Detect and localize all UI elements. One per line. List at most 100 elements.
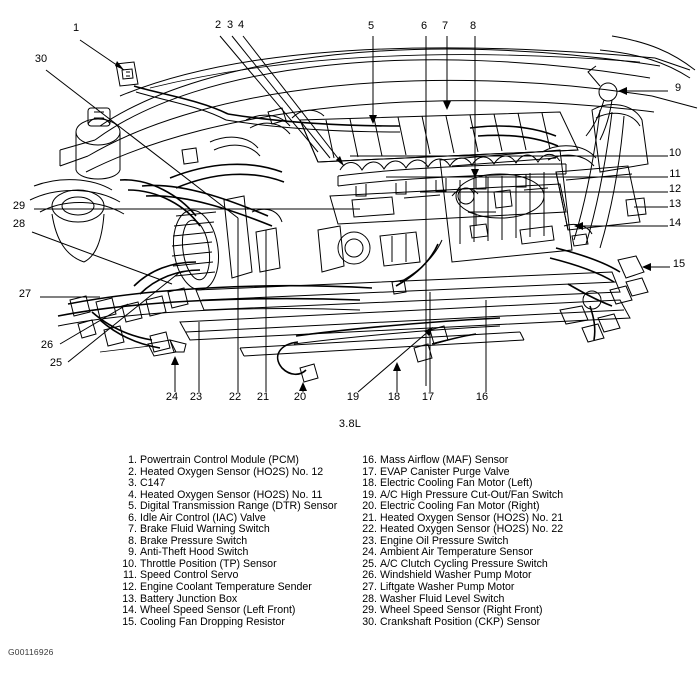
legend-item-number: 18. bbox=[362, 477, 377, 490]
legend-item-number: 21. bbox=[362, 511, 377, 524]
legend-item-label: Speed Control Servo bbox=[140, 569, 239, 582]
legend-item-label: Cooling Fan Dropping Resistor bbox=[140, 615, 285, 628]
callout-number: 10 bbox=[669, 147, 681, 159]
legend-item-label: Washer Fluid Level Switch bbox=[380, 592, 505, 605]
diagram-illustration: 1302345678910111213141516171819202122232… bbox=[13, 19, 698, 403]
callout-number: 26 bbox=[41, 339, 53, 351]
legend-item-label: Digital Transmission Range (DTR) Sensor bbox=[140, 500, 338, 513]
legend-item-number: 22. bbox=[362, 523, 377, 536]
legend-item-number: 29. bbox=[362, 604, 377, 617]
legend-item-label: Engine Oil Pressure Switch bbox=[380, 534, 509, 547]
legend-item-number: 16. bbox=[362, 454, 377, 466]
legend-item-number: 5. bbox=[128, 500, 137, 513]
legend-item-label: Battery Junction Box bbox=[140, 592, 238, 605]
callout-number: 14 bbox=[669, 217, 681, 229]
legend-item: 4.Heated Oxygen Sensor (HO2S) No. 11 bbox=[118, 488, 358, 502]
legend-item-label: Wheel Speed Sensor (Left Front) bbox=[140, 604, 296, 617]
callout-leaders bbox=[31, 35, 670, 393]
callout-number: 29 bbox=[13, 200, 25, 212]
legend-item-number: 17. bbox=[362, 465, 377, 478]
legend-left-column: 1.Powertrain Control Module (PCM)2.Heate… bbox=[118, 454, 358, 628]
vehicle-body-outline bbox=[59, 35, 698, 173]
legend-item: 27.Liftgate Washer Pump Motor bbox=[358, 581, 658, 594]
callout-number: 5 bbox=[368, 20, 374, 32]
legend-item: 20.Electric Cooling Fan Motor (Right) bbox=[358, 501, 658, 513]
callout-number: 9 bbox=[675, 82, 681, 94]
legend-item: 2.Heated Oxygen Sensor (HO2S) No. 12 bbox=[118, 465, 358, 479]
legend-item-label: Electric Cooling Fan Motor (Right) bbox=[380, 500, 540, 513]
accessory-drive bbox=[171, 195, 283, 291]
callout-number: 17 bbox=[422, 391, 434, 403]
callout-number: 19 bbox=[347, 391, 359, 403]
legend-item-number: 15. bbox=[122, 615, 137, 628]
legend-item-label: A/C High Pressure Cut-Out/Fan Switch bbox=[380, 488, 564, 501]
legend-item-label: A/C Clutch Cycling Pressure Switch bbox=[380, 557, 548, 570]
legend-item: 9.Anti-Theft Hood Switch bbox=[118, 547, 358, 559]
legend-item-number: 4. bbox=[128, 488, 137, 501]
callout-number: 30 bbox=[35, 53, 47, 65]
lower-sensor-leads bbox=[99, 317, 501, 383]
callout-number: 2 bbox=[215, 19, 221, 31]
radiator-core-support bbox=[179, 271, 631, 357]
callout-number: 27 bbox=[19, 288, 31, 300]
legend-item-label: Heated Oxygen Sensor (HO2S) No. 12 bbox=[140, 465, 324, 478]
legend-item-number: 24. bbox=[362, 546, 377, 559]
legend-item: 23.Engine Oil Pressure Switch bbox=[358, 534, 658, 548]
legend-item-number: 7. bbox=[128, 523, 137, 536]
legend-item-number: 30. bbox=[362, 615, 377, 628]
legend-item: 3.C147 bbox=[118, 478, 358, 490]
legend-item: 7.Brake Fluid Warning Switch bbox=[118, 524, 358, 536]
legend-item-number: 26. bbox=[362, 569, 377, 582]
legend-item-number: 12. bbox=[122, 581, 137, 594]
callout-number: 23 bbox=[190, 391, 202, 403]
legend-item-label: Powertrain Control Module (PCM) bbox=[140, 454, 299, 466]
callout-number: 18 bbox=[388, 391, 400, 403]
legend-item-label: Heated Oxygen Sensor (HO2S) No. 22 bbox=[380, 523, 564, 536]
legend-item-number: 9. bbox=[128, 546, 137, 559]
legend-item-number: 11. bbox=[123, 569, 137, 582]
legend-item: 24.Ambient Air Temperature Sensor bbox=[358, 547, 658, 559]
legend-item: 30.Crankshaft Position (CKP) Sensor bbox=[358, 615, 658, 629]
legend-item-label: Heated Oxygen Sensor (HO2S) No. 21 bbox=[380, 511, 564, 524]
callout-number: 21 bbox=[257, 391, 269, 403]
legend-item-label: Idle Air Control (IAC) Valve bbox=[140, 511, 266, 524]
legend-item-label: Electric Cooling Fan Motor (Left) bbox=[380, 477, 533, 490]
legend-item: 19.A/C High Pressure Cut-Out/Fan Switch bbox=[358, 488, 658, 502]
legend-item-label: Heated Oxygen Sensor (HO2S) No. 11 bbox=[140, 488, 323, 501]
callout-number: 22 bbox=[229, 391, 241, 403]
right-side-components bbox=[439, 65, 649, 343]
legend-item: 21.Heated Oxygen Sensor (HO2S) No. 21 bbox=[358, 511, 658, 525]
callout-number: 12 bbox=[669, 183, 681, 195]
engine-block bbox=[299, 111, 593, 295]
callout-number: 13 bbox=[669, 198, 681, 210]
legend-item-number: 23. bbox=[362, 534, 377, 547]
legend-item-number: 8. bbox=[128, 534, 137, 547]
legend-item: 17.EVAP Canister Purge Valve bbox=[358, 465, 658, 479]
callout-number: 24 bbox=[166, 391, 178, 403]
callout-number: 16 bbox=[476, 391, 488, 403]
callout-number: 6 bbox=[421, 20, 427, 32]
legend-item-label: Engine Coolant Temperature Sender bbox=[140, 581, 312, 594]
legend-item-label: Crankshaft Position (CKP) Sensor bbox=[380, 615, 541, 628]
legend-item-number: 3. bbox=[128, 477, 137, 490]
legend-item: 1.Powertrain Control Module (PCM) bbox=[118, 454, 358, 467]
legend-item-label: Wheel Speed Sensor (Right Front) bbox=[380, 604, 543, 617]
legend-item-number: 1. bbox=[128, 454, 137, 466]
callout-number: 1 bbox=[73, 22, 79, 34]
component-legend: 1.Powertrain Control Module (PCM)2.Heate… bbox=[0, 454, 700, 630]
legend-item-label: Brake Pressure Switch bbox=[140, 534, 248, 547]
legend-item: 10.Throttle Position (TP) Sensor bbox=[118, 557, 358, 571]
legend-item: 16.Mass Airflow (MAF) Sensor bbox=[358, 454, 658, 467]
legend-item-number: 27. bbox=[362, 581, 377, 594]
legend-item-label: EVAP Canister Purge Valve bbox=[380, 465, 510, 478]
legend-item-number: 10. bbox=[122, 557, 137, 570]
legend-item-number: 2. bbox=[128, 465, 137, 478]
legend-item-number: 25. bbox=[362, 557, 377, 570]
legend-item-label: Anti-Theft Hood Switch bbox=[140, 546, 249, 559]
legend-item: 5.Digital Transmission Range (DTR) Senso… bbox=[118, 501, 358, 513]
legend-item-number: 14. bbox=[122, 604, 137, 617]
